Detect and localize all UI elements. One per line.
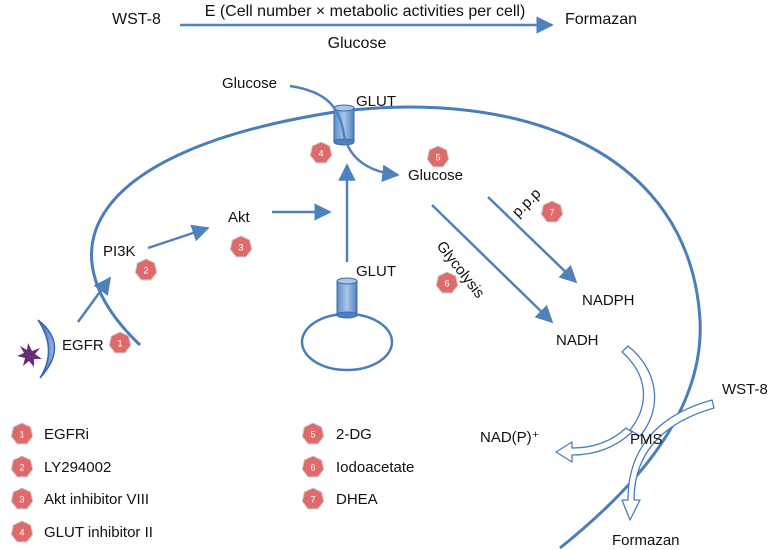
equation-product: Formazan — [565, 11, 637, 28]
legend-number: 6 — [310, 463, 315, 473]
glut-membrane-transporter — [333, 104, 355, 146]
label-nadph: NADPH — [582, 292, 635, 309]
label-akt: Akt — [228, 209, 251, 226]
vesicle-glut-bottom — [336, 311, 358, 319]
badge-shape — [10, 487, 34, 510]
badge-number: 1 — [117, 339, 122, 349]
badge-shape — [435, 271, 459, 294]
label-pi3k: PI3K — [103, 243, 136, 260]
pms-reaction-arrows — [555, 345, 715, 521]
label-glut-vesicle: GLUT — [356, 263, 396, 280]
pms-to-nadp-arrow — [555, 427, 633, 463]
legend-item: 1 EGFRi — [10, 422, 89, 445]
legend-number: 2 — [19, 463, 24, 473]
badge-number: 5 — [435, 153, 440, 163]
arrow-glycolysis — [431, 204, 554, 324]
ligand-star-icon — [17, 343, 42, 367]
glucose-entry-arrow — [289, 84, 400, 183]
arrow-egfr-to-pi3k — [76, 276, 112, 323]
top-equation: WST-8 E (Cell number × metabolic activit… — [112, 3, 637, 52]
badge-shape — [301, 487, 325, 510]
legend-number: 3 — [19, 495, 24, 505]
label-glucose-inside: Glucose — [408, 167, 463, 184]
vesicle-glut-cylinder — [336, 280, 358, 316]
label-glucose-outside: Glucose — [222, 75, 277, 92]
badge-shape — [301, 422, 325, 445]
badge-number: 3 — [238, 243, 243, 253]
equation-cofactor: Glucose — [328, 35, 387, 52]
badge-shape — [10, 520, 34, 543]
legend-number: 7 — [310, 495, 315, 505]
inhibitor-badges: 1 2 3 4 5 6 7 — [108, 141, 564, 354]
legend-text: Akt inhibitor VIII — [44, 491, 149, 508]
label-egfr: EGFR — [62, 337, 104, 354]
legend-item: 3 Akt inhibitor VIII — [10, 487, 149, 510]
arrow-pi3k-to-akt — [147, 224, 210, 250]
label-formazan-bottom: Formazan — [612, 532, 680, 549]
badge-ppp-icon: 7 — [540, 200, 564, 223]
badge-number: 6 — [444, 279, 449, 289]
label-nadh: NADH — [556, 332, 599, 349]
egfr-receptor — [17, 319, 56, 379]
arrow-ppp — [487, 196, 578, 284]
badge-pi3k-icon: 2 — [134, 258, 158, 281]
badge-number: 2 — [143, 266, 148, 276]
legend-number: 4 — [19, 528, 24, 538]
badge-shape — [309, 141, 333, 164]
legend-item: 2 LY294002 — [10, 455, 111, 478]
legend-text: EGFRi — [44, 426, 89, 443]
equation-substrate: WST-8 — [112, 11, 161, 28]
legend: 1 EGFRi 2 LY294002 3 Akt inhibitor VIII … — [10, 422, 414, 543]
legend-item: 6 Iodoacetate — [301, 455, 414, 478]
badge-shape — [134, 258, 158, 281]
vesicle-glut-top — [336, 277, 358, 285]
badge-shape — [10, 455, 34, 478]
label-pms: PMS — [630, 431, 663, 448]
badge-glucose-icon: 5 — [426, 145, 450, 168]
legend-text: Iodoacetate — [336, 459, 414, 476]
legend-item: 7 DHEA — [301, 487, 378, 510]
diagram-labels: Glucose GLUT Glucose Akt PI3K EGFR GLUT … — [62, 75, 768, 549]
equation-enzyme-label: E (Cell number × metabolic activities pe… — [205, 3, 526, 20]
legend-text: LY294002 — [44, 459, 111, 476]
badge-egfr-icon: 1 — [108, 331, 132, 354]
wst8-to-formazan-arrow — [621, 399, 715, 521]
badge-shape — [426, 145, 450, 168]
label-glut-membrane: GLUT — [356, 93, 396, 110]
badge-shape — [108, 331, 132, 354]
badge-akt-icon: 3 — [229, 235, 253, 258]
vesicle-circle — [300, 312, 394, 372]
receptor-crescent-shape — [37, 319, 56, 379]
label-ppp: p.p.p — [509, 185, 545, 221]
legend-text: DHEA — [336, 491, 378, 508]
legend-text: GLUT inhibitor II — [44, 524, 153, 541]
label-wst8: WST-8 — [722, 381, 768, 398]
nadh-to-pms-arrow — [621, 345, 656, 437]
badge-number: 4 — [318, 149, 323, 159]
cell-membrane — [90, 105, 702, 550]
badge-shape — [10, 422, 34, 445]
badge-number: 7 — [549, 208, 554, 218]
badge-shape — [540, 200, 564, 223]
glut-vesicle — [300, 277, 394, 372]
legend-number: 1 — [19, 430, 24, 440]
legend-text: 2-DG — [336, 426, 372, 443]
legend-item: 5 2-DG — [301, 422, 372, 445]
badge-glycolysis-icon: 6 — [435, 271, 459, 294]
legend-number: 5 — [310, 430, 315, 440]
glut-cylinder-bottom — [333, 138, 355, 146]
badge-shape — [229, 235, 253, 258]
badge-glut-icon: 4 — [309, 141, 333, 164]
label-nadp-plus: NAD(P)⁺ — [480, 429, 540, 446]
badge-shape — [301, 455, 325, 478]
legend-item: 4 GLUT inhibitor II — [10, 520, 153, 543]
